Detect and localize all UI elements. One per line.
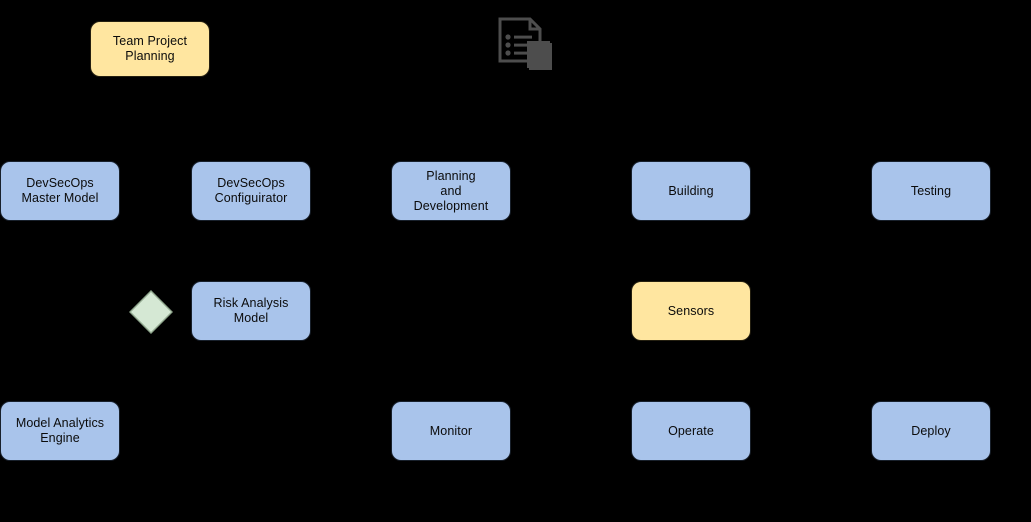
node-sensors[interactable]: Sensors — [631, 281, 751, 341]
node-team-project-planning[interactable]: Team Project Planning — [90, 21, 210, 77]
node-risk-analysis-model[interactable]: Risk Analysis Model — [191, 281, 311, 341]
node-operate[interactable]: Operate — [631, 401, 751, 461]
documents-list-icon[interactable] — [498, 17, 554, 75]
node-testing[interactable]: Testing — [871, 161, 991, 221]
node-deploy[interactable]: Deploy — [871, 401, 991, 461]
node-devsecops-configuirator[interactable]: DevSecOps Configuirator — [191, 161, 311, 221]
node-planning-and-development[interactable]: Planning and Development — [391, 161, 511, 221]
node-devsecops-master-model[interactable]: DevSecOps Master Model — [0, 161, 120, 221]
node-model-analytics-engine[interactable]: Model Analytics Engine — [0, 401, 120, 461]
node-monitor[interactable]: Monitor — [391, 401, 511, 461]
node-building[interactable]: Building — [631, 161, 751, 221]
decision-diamond[interactable] — [129, 290, 173, 334]
